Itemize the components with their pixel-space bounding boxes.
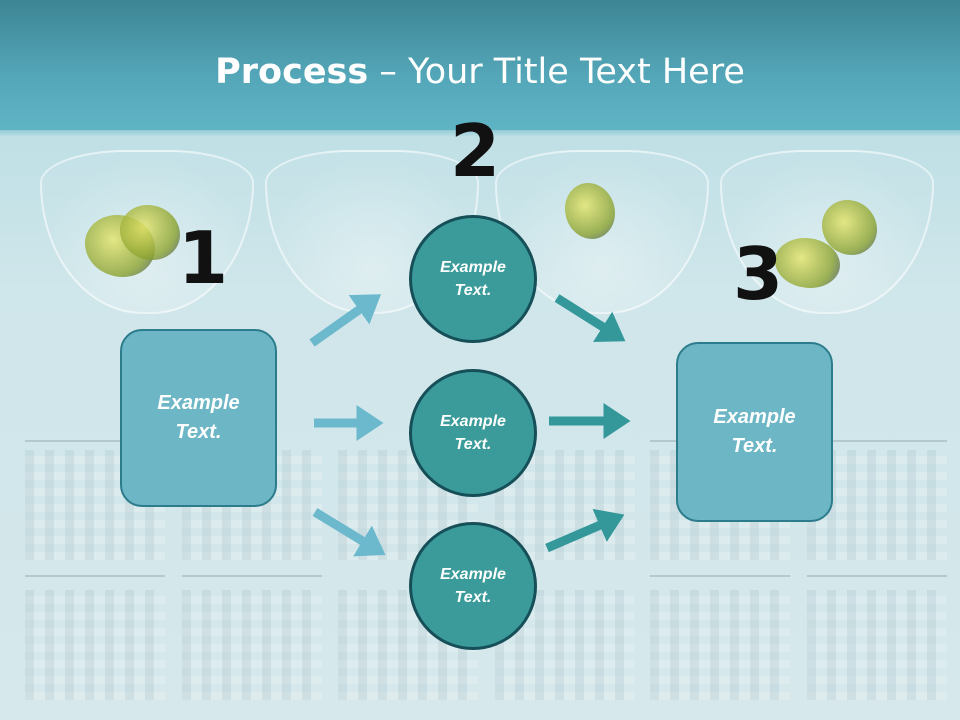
fish-image [775,238,840,288]
calendar-divider [182,575,322,577]
calendar-divider [650,575,790,577]
calendar-background [650,590,790,700]
title-rest: – Your Title Text Here [368,52,745,92]
arrow-top-to-right-box [554,294,626,343]
calendar-background [807,590,947,700]
arrow-to-bottom-circle [312,508,386,557]
calendar-background [182,590,322,700]
circle-bottom-text: Example Text. [440,566,506,606]
arrow-to-top-circle [309,294,382,347]
calendar-divider [807,575,947,577]
fish-image [120,205,180,260]
left-box-text: Example Text. [157,392,240,443]
calendar-divider [25,440,165,442]
circle-mid: Example Text. [409,369,537,497]
calendar-background [25,590,165,700]
fish-image [822,200,877,255]
step-number-3: 3 [733,232,784,316]
circle-top-text: Example Text. [440,259,506,299]
step-number-1: 1 [178,216,229,300]
arrow-bottom-to-right-box [545,508,625,553]
left-box: Example Text. [120,329,277,507]
right-box: Example Text. [676,342,833,522]
title-banner [0,0,960,130]
circle-bottom: Example Text. [409,522,537,650]
step-number-2: 2 [450,109,501,193]
circle-mid-text: Example Text. [440,413,506,453]
title-bold: Process [215,52,369,92]
circle-top: Example Text. [409,215,537,343]
calendar-divider [807,440,947,442]
calendar-divider [25,575,165,577]
right-box-text: Example Text. [713,406,796,457]
slide-title: Process – Your Title Text Here [0,52,960,92]
fish-image [565,183,615,239]
